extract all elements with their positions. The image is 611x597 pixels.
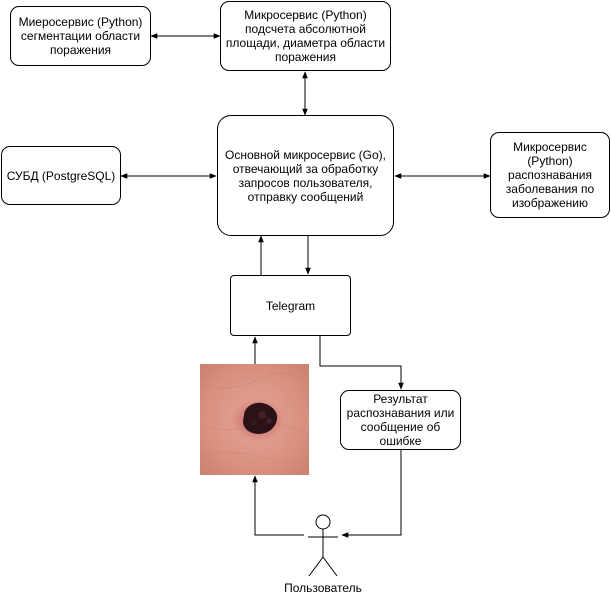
recognition-service-box: Микросервис (Python) распознавания забол… (490, 132, 610, 218)
database-box: СУБД (PostgreSQL) (1, 146, 121, 205)
segmentation-service-box: Миеросервис (Python) сегментации области… (10, 6, 151, 66)
main-service-box: Основной микросервис (Go), отвечающий за… (217, 115, 394, 236)
user-label: Пользователь (284, 581, 362, 595)
telegram-box: Telegram (230, 275, 351, 336)
edge-telegram-to-result (319, 336, 404, 390)
stick-figure-icon (308, 514, 338, 577)
area-service-box: Микросервис (Python) подсчета абсолютной… (220, 1, 391, 71)
edge-user-to-photo (252, 475, 304, 536)
edge-result-to-user (341, 450, 402, 538)
result-box: Результат распознавания или сообщение об… (340, 390, 461, 450)
skin-lesion-photo (200, 364, 309, 475)
